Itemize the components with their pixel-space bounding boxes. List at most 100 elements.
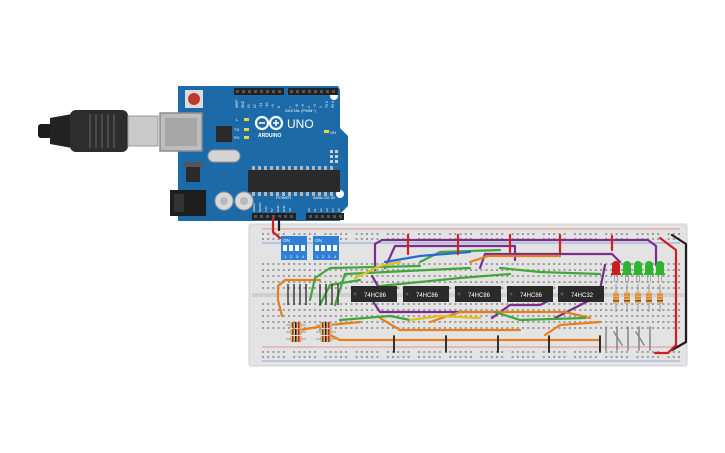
ic-chip[interactable]: 74HC32 [558,286,604,302]
resistor[interactable] [316,322,336,328]
digital-header-right[interactable] [288,88,338,95]
resistor[interactable] [646,284,652,312]
resistor[interactable] [286,329,306,335]
bottom-power-rail [262,346,680,362]
svg-text:A5: A5 [337,208,341,212]
wire-green[interactable] [338,314,412,322]
wire-green[interactable] [318,278,362,307]
resistor[interactable] [624,284,630,312]
svg-text:4: 4 [302,254,305,259]
power-pin-labels: IOREF RESET 3.3V 5V GND GND Vin [252,202,292,212]
svg-text:~5: ~5 [301,104,305,108]
wire-green[interactable] [418,248,502,264]
crystal-oscillator [207,149,241,163]
dip-toggle[interactable] [283,245,305,251]
svg-text:GND: GND [282,205,286,213]
wire-green[interactable] [493,310,587,322]
dip-switch-1[interactable]: ON 1 2 3 4 [281,236,307,260]
wire-red[interactable] [653,236,678,355]
wire-green[interactable] [308,264,422,302]
svg-text:~3: ~3 [313,104,317,108]
led[interactable] [644,261,654,282]
usb-cable-tip [38,124,52,138]
resistor[interactable] [316,336,336,342]
analog-header-label: ANALOG IN [313,195,335,200]
dip-switch-numbers: 1 2 3 4 [284,254,305,259]
usb-cable[interactable] [38,110,159,152]
wire-orange[interactable] [276,278,322,318]
wire-purple[interactable] [373,238,658,272]
svg-text:2: 2 [322,254,325,259]
wire-green[interactable] [378,272,512,288]
wire-yellow[interactable] [408,314,482,322]
svg-text:GND: GND [241,100,245,108]
svg-text:3.3V: 3.3V [264,206,268,212]
led-l-indicator [244,118,249,121]
power-analog-header-pins [254,215,342,218]
wire-red[interactable] [271,216,282,240]
wire-orange[interactable] [468,254,562,264]
wire-purple[interactable] [478,252,622,270]
dip-toggle[interactable] [315,245,337,251]
usb-cable-body [70,110,128,152]
wire-green[interactable] [498,266,602,276]
ground-wires [393,335,601,353]
svg-text:3: 3 [296,254,299,259]
red-power-wires [406,233,614,256]
wire-orange[interactable] [378,316,522,332]
svg-text:~10: ~10 [265,102,269,108]
resistor[interactable] [286,322,306,328]
digital-header-label: DIGITAL (PWM~) [285,108,317,113]
svg-text:A0: A0 [307,208,311,212]
ic-chip-label: 74HC32 [571,293,594,299]
wire-blue[interactable] [383,250,472,264]
led-ground-jumpers [605,326,651,351]
reset-button[interactable] [188,93,200,105]
dip-switch-on-label: ON [283,238,290,243]
resistor[interactable] [613,284,619,312]
ic-chip-label: 74HC86 [468,293,491,299]
svg-text:2: 2 [290,254,293,259]
ic-chip-label: 74HC86 [416,293,439,299]
arduino-uno-board[interactable]: L TX RX ON ARDUINO UNO AREF GND 13 12 ~1… [159,86,348,221]
led-rx-indicator [244,136,249,139]
ic-chip[interactable]: 74HC86 [351,286,397,302]
wire-black[interactable] [670,233,688,352]
ic-chip[interactable]: 74HC86 [507,286,553,302]
led[interactable] [633,261,643,282]
icsp-header [330,150,338,163]
dip-switch-numbers: 1 2 3 4 [316,254,337,259]
usb-b-port-inner [165,118,197,146]
board-model: UNO [287,117,314,131]
atmega-microcontroller [248,170,340,192]
resistor[interactable] [286,336,306,342]
voltage-regulator [186,166,200,182]
led[interactable] [655,261,665,282]
digital-header-left[interactable] [234,88,284,95]
led-resistors [613,284,663,312]
wires [271,216,688,355]
svg-text:4: 4 [334,254,337,259]
svg-text:7: 7 [289,106,293,108]
ic-chip-label: 74HC86 [520,293,543,299]
svg-text:RESET: RESET [258,202,262,212]
capacitor [234,191,254,211]
led[interactable] [622,261,632,282]
ic-chip[interactable]: 74HC86 [455,286,501,302]
ic-chip[interactable]: 74HC86 [403,286,449,302]
wire-orange[interactable] [543,320,602,337]
resistor[interactable] [657,284,663,312]
dip-switch-2[interactable]: ON 1 2 3 4 [313,236,339,260]
svg-text:12: 12 [253,104,257,108]
output-leds [611,261,665,282]
resistor[interactable] [635,284,641,312]
led-label: L [236,117,239,122]
led-label: RX [234,135,240,140]
analog-header[interactable] [306,213,344,220]
svg-text:Vin: Vin [288,207,292,212]
led[interactable] [611,261,621,282]
resistor[interactable] [316,329,336,335]
wire-yellow[interactable] [353,260,402,280]
usb-plug-metal [127,115,159,147]
power-header-label: POWER [276,195,291,200]
